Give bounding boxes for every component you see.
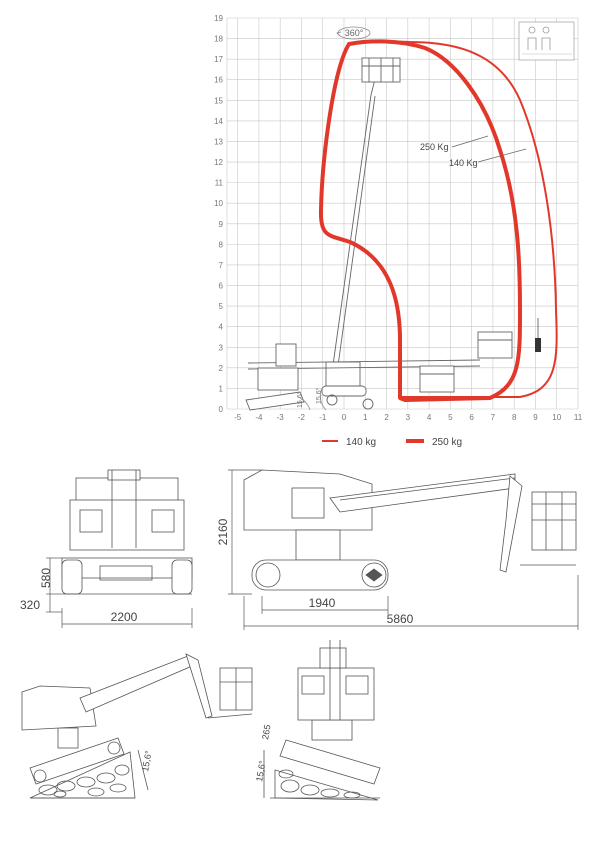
y-tick-label: 17 xyxy=(214,55,223,64)
y-tick-label: 3 xyxy=(219,343,224,352)
slope-side-view xyxy=(21,653,253,799)
y-tick-label: 2 xyxy=(219,364,224,373)
legend-140kg: 140 kg xyxy=(346,437,376,448)
x-tick-label: 0 xyxy=(342,413,347,422)
boom-machine-sketch xyxy=(245,57,541,411)
y-tick-label: 16 xyxy=(214,76,223,85)
x-tick-label: -3 xyxy=(277,413,285,422)
x-tick-label: -4 xyxy=(255,413,263,422)
side-height-dim: 2160 xyxy=(216,518,230,545)
envelope-curve-140kg xyxy=(350,40,558,398)
curve-label-140: 140 Kg xyxy=(449,158,478,168)
front-height-dim: 580 xyxy=(39,568,53,588)
y-tick-label: 5 xyxy=(219,302,224,311)
y-tick-label: 8 xyxy=(219,240,224,249)
tilt-label-1: 15,6° xyxy=(296,391,304,408)
x-tick-label: -5 xyxy=(234,413,242,422)
y-tick-label: 4 xyxy=(219,323,224,332)
x-tick-label: 5 xyxy=(448,413,453,422)
side-view-drawing xyxy=(243,469,577,591)
y-tick-label: 10 xyxy=(214,199,223,208)
x-tick-label: -1 xyxy=(319,413,327,422)
side-view-dimensions xyxy=(228,469,579,630)
x-tick-label: 8 xyxy=(512,413,517,422)
x-tick-label: 10 xyxy=(552,413,561,422)
x-tick-label: 11 xyxy=(574,413,583,422)
slope-front-offset: 265 xyxy=(260,724,272,741)
x-tick-label: 7 xyxy=(491,413,496,422)
rotation-label: 360° xyxy=(345,28,364,38)
curve-label-250: 250 Kg xyxy=(420,142,449,152)
x-tick-label: 9 xyxy=(533,413,538,422)
y-tick-label: 19 xyxy=(214,14,223,23)
y-tick-label: 14 xyxy=(214,117,223,126)
chart-legend: 140 kg 250 kg xyxy=(322,437,462,448)
slope-front-angle: 15,6° xyxy=(254,759,268,782)
x-tick-label: 1 xyxy=(363,413,368,422)
x-tick-label: -2 xyxy=(298,413,306,422)
y-tick-label: 6 xyxy=(219,282,224,291)
y-tick-label: 1 xyxy=(219,384,224,393)
slope-front-view xyxy=(263,640,381,801)
front-ground-dim: 320 xyxy=(20,598,40,612)
x-tick-label: 2 xyxy=(384,413,389,422)
side-track-dim: 1940 xyxy=(309,596,336,610)
tilt-label-2: 15,6° xyxy=(315,387,323,404)
y-tick-label: 15 xyxy=(214,96,223,105)
rotation-indicator: 360° xyxy=(336,26,371,40)
slope-side-angle: 15,6° xyxy=(140,749,154,772)
load-capacity-icon xyxy=(518,21,575,61)
y-tick-label: 0 xyxy=(219,405,224,414)
ground-stones-right xyxy=(278,769,361,799)
x-axis-ticks: -5 -4 -3 -2 -1 0 1 2 3 4 5 6 7 8 9 10 11 xyxy=(234,413,583,422)
y-tick-label: 7 xyxy=(219,261,224,270)
x-tick-label: 6 xyxy=(469,413,474,422)
legend-250kg: 250 kg xyxy=(432,437,462,448)
front-view-dimensions xyxy=(46,557,193,628)
ground-stones-left xyxy=(38,764,130,798)
x-tick-label: 3 xyxy=(406,413,411,422)
front-view-drawing xyxy=(61,469,193,595)
front-width-dim: 2200 xyxy=(111,610,138,624)
y-tick-label: 11 xyxy=(215,179,224,188)
y-tick-label: 18 xyxy=(214,35,223,44)
side-length-dim: 5860 xyxy=(387,612,414,626)
y-tick-label: 9 xyxy=(219,220,224,229)
envelope-curve-250kg xyxy=(318,39,522,402)
y-tick-label: 12 xyxy=(214,158,223,167)
x-tick-label: 4 xyxy=(427,413,432,422)
y-tick-label: 13 xyxy=(214,137,223,146)
